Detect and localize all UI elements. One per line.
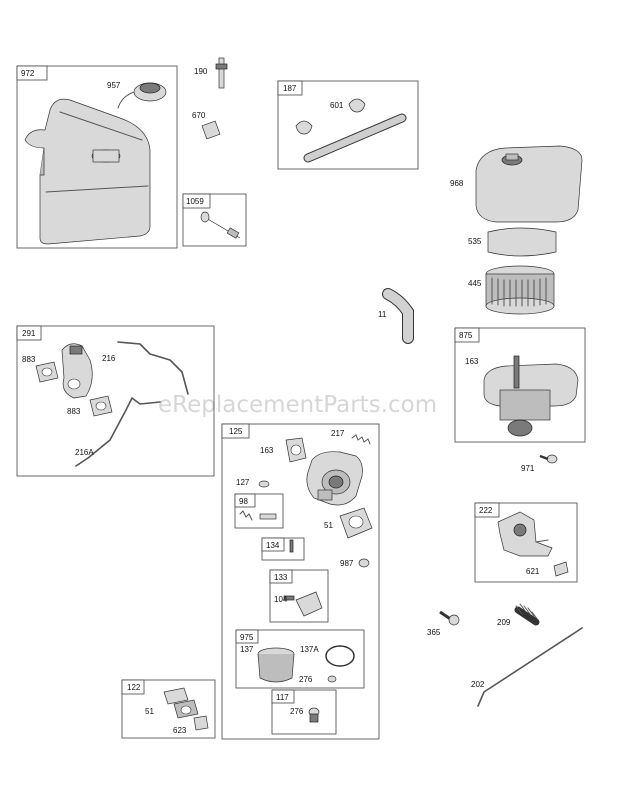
fuel-line[interactable] bbox=[303, 113, 407, 163]
box-972[interactable]: 972 bbox=[16, 65, 178, 249]
hose-clamp-lower[interactable] bbox=[295, 120, 313, 135]
svg-text:972: 972 bbox=[21, 69, 35, 78]
box-222[interactable]: 222 bbox=[474, 502, 578, 583]
gasket-883-upper[interactable] bbox=[35, 361, 59, 383]
needle-134[interactable] bbox=[289, 539, 294, 553]
callout-11: 11 bbox=[378, 310, 387, 319]
callout-202: 202 bbox=[471, 680, 485, 689]
callout-51-b: 51 bbox=[145, 707, 154, 716]
callout-104: 104 bbox=[274, 595, 288, 604]
callout-209: 209 bbox=[497, 618, 511, 627]
callout-216A: 216A bbox=[75, 448, 94, 457]
callout-276-b: 276 bbox=[290, 707, 304, 716]
bushing[interactable] bbox=[201, 120, 221, 140]
bolt-365[interactable] bbox=[439, 610, 460, 626]
control-bracket[interactable] bbox=[497, 511, 553, 557]
callout-445: 445 bbox=[468, 279, 482, 288]
callout-623: 623 bbox=[173, 726, 187, 735]
gasket-163[interactable] bbox=[285, 437, 307, 463]
carburetor[interactable] bbox=[306, 451, 363, 506]
callout-137: 137 bbox=[240, 645, 254, 654]
svg-text:291: 291 bbox=[22, 329, 36, 338]
callout-365: 365 bbox=[427, 628, 441, 637]
svg-text:125: 125 bbox=[229, 427, 243, 436]
callout-601: 601 bbox=[330, 101, 344, 110]
svg-text:187: 187 bbox=[283, 84, 297, 93]
callout-968: 968 bbox=[450, 179, 464, 188]
air-filter-cover[interactable] bbox=[475, 145, 583, 223]
screw-1059[interactable] bbox=[200, 211, 241, 239]
gasket-883-lower[interactable] bbox=[89, 395, 113, 417]
gasket-51[interactable] bbox=[339, 507, 373, 539]
float-bowl-137[interactable] bbox=[257, 647, 295, 683]
float-133[interactable] bbox=[283, 591, 323, 617]
spring-209[interactable] bbox=[514, 603, 540, 626]
gasket-51-b[interactable] bbox=[163, 687, 189, 705]
svg-text:875: 875 bbox=[459, 331, 473, 340]
callout-190: 190 bbox=[194, 67, 208, 76]
callout-137A: 137A bbox=[300, 645, 319, 654]
svg-text:98: 98 bbox=[239, 497, 248, 506]
callout-883-b: 883 bbox=[67, 407, 81, 416]
washer-127[interactable] bbox=[258, 480, 270, 488]
nut-987[interactable] bbox=[358, 558, 370, 568]
callout-216: 216 bbox=[102, 354, 116, 363]
fuel-tank[interactable] bbox=[24, 98, 151, 245]
callout-51-a: 51 bbox=[324, 521, 333, 530]
callout-957: 957 bbox=[107, 81, 121, 90]
spring-217[interactable] bbox=[351, 434, 371, 445]
fuel-fitting[interactable] bbox=[215, 57, 228, 89]
box-187[interactable]: 187 bbox=[277, 80, 419, 170]
washer-276-a[interactable] bbox=[327, 675, 337, 683]
svg-text:222: 222 bbox=[479, 506, 493, 515]
screw-971[interactable] bbox=[539, 454, 558, 464]
gasket-623[interactable] bbox=[193, 715, 209, 731]
air-cleaner-base[interactable] bbox=[483, 355, 579, 437]
callout-971: 971 bbox=[521, 464, 535, 473]
box-98[interactable]: 98 bbox=[234, 493, 284, 529]
governor-rod-202[interactable] bbox=[477, 627, 583, 707]
screw-98[interactable] bbox=[239, 510, 277, 521]
svg-text:1059: 1059 bbox=[186, 197, 204, 206]
pre-cleaner[interactable] bbox=[487, 227, 557, 257]
breather-tube[interactable] bbox=[382, 288, 414, 344]
callout-883-a: 883 bbox=[22, 355, 36, 364]
box-125[interactable]: 125 bbox=[221, 423, 380, 740]
box-134[interactable]: 134 bbox=[261, 537, 305, 561]
fuel-cap[interactable] bbox=[117, 82, 167, 109]
link-216[interactable] bbox=[117, 341, 189, 395]
box-975[interactable]: 975 bbox=[235, 629, 365, 689]
callout-276-a: 276 bbox=[299, 675, 313, 684]
screw-621[interactable] bbox=[553, 561, 569, 577]
callout-163-b: 163 bbox=[260, 446, 274, 455]
box-122[interactable]: 122 bbox=[121, 679, 216, 739]
gasket-137A[interactable] bbox=[325, 645, 355, 667]
callout-127: 127 bbox=[236, 478, 250, 487]
box-133[interactable]: 133 bbox=[269, 569, 329, 623]
callout-621: 621 bbox=[526, 567, 540, 576]
svg-text:117: 117 bbox=[276, 693, 289, 702]
air-filter[interactable] bbox=[485, 265, 555, 315]
bowl-screw-117[interactable] bbox=[308, 707, 320, 723]
svg-text:122: 122 bbox=[127, 683, 141, 692]
box-875[interactable]: 875 bbox=[454, 327, 586, 443]
callout-217: 217 bbox=[331, 429, 345, 438]
watermark: eReplacementParts.com bbox=[158, 392, 437, 418]
callout-987: 987 bbox=[340, 559, 354, 568]
callout-535: 535 bbox=[468, 237, 482, 246]
box-117[interactable]: 117 bbox=[271, 689, 337, 735]
box-291[interactable]: 291 bbox=[16, 325, 215, 477]
svg-text:134: 134 bbox=[266, 541, 280, 550]
link-216A[interactable] bbox=[75, 397, 161, 467]
callout-670: 670 bbox=[192, 111, 206, 120]
hose-clamp-upper[interactable] bbox=[348, 98, 366, 113]
box-1059[interactable]: 1059 bbox=[182, 193, 247, 247]
intake-manifold[interactable] bbox=[61, 343, 93, 399]
svg-text:133: 133 bbox=[274, 573, 288, 582]
spacer-122[interactable] bbox=[173, 699, 199, 719]
callout-163-a: 163 bbox=[465, 357, 479, 366]
svg-text:975: 975 bbox=[240, 633, 254, 642]
